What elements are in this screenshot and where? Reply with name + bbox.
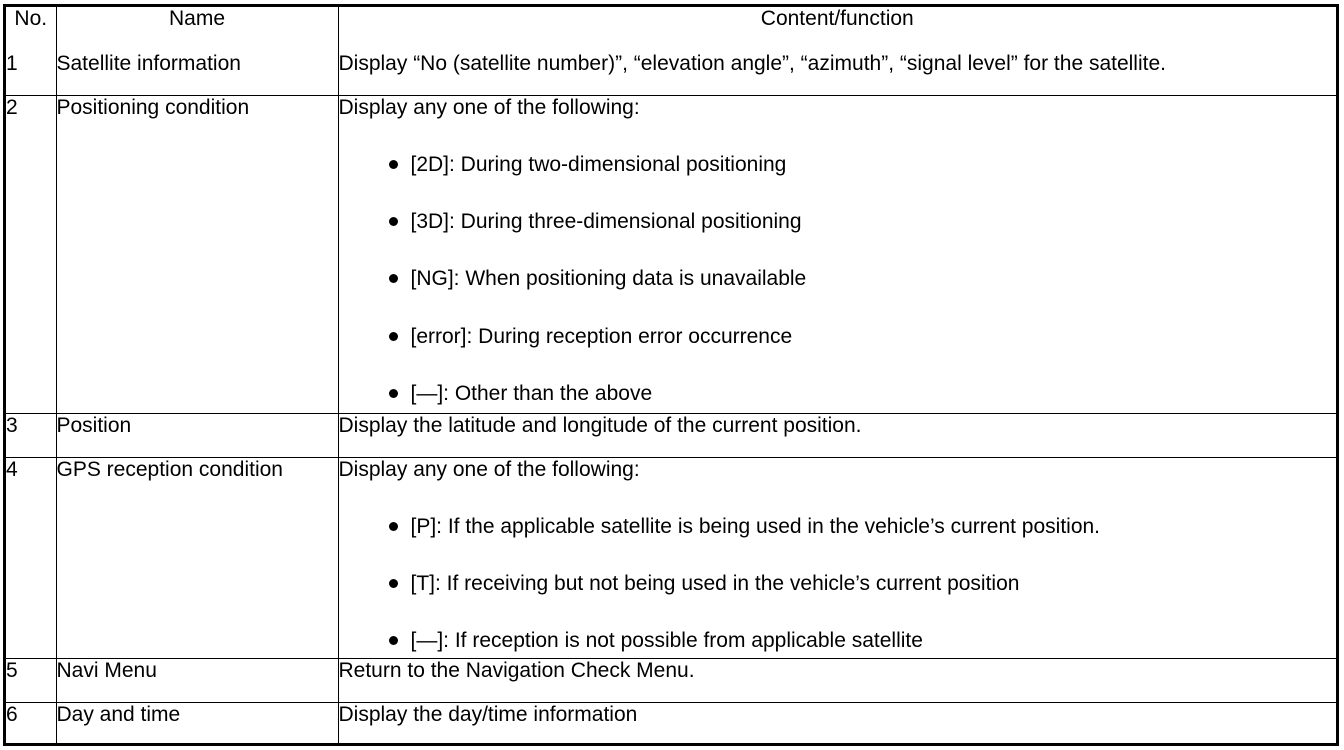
list-item-label: [NG]: When positioning data is unavailab… <box>410 267 807 291</box>
content-lead-text: Display “No (satellite number)”, “elevat… <box>338 52 1167 75</box>
list-item-label: [T]: If receiving but not being used in … <box>410 572 1020 596</box>
bullet-dot-icon <box>388 160 398 170</box>
bullet-dot-icon <box>388 331 398 341</box>
spec-table: No. Name Content/function 1 Satellite in… <box>6 7 1336 743</box>
column-header-no: No. <box>6 7 57 52</box>
row-content: Return to the Navigation Check Menu. <box>337 658 1336 703</box>
row-name: GPS reception condition <box>55 456 339 660</box>
row-name: Position <box>55 412 339 458</box>
spec-table-container: No. Name Content/function 1 Satellite in… <box>3 4 1339 746</box>
row-name: Positioning condition <box>55 95 339 414</box>
row-content: Display any one of the following: [2D]: … <box>337 95 1337 414</box>
content-lead-text: Return to the Navigation Check Menu. <box>338 659 695 682</box>
bullet-list: [P]: If the applicable satellite is bein… <box>339 515 1337 653</box>
list-item: [3D]: During three-dimensional positioni… <box>339 210 1337 234</box>
list-item: [NG]: When positioning data is unavailab… <box>339 267 1337 291</box>
column-header-content: Content/function <box>337 7 1336 52</box>
list-item-label: [2D]: During two-dimensional positioning <box>410 153 787 177</box>
bullet-dot-icon <box>388 274 398 284</box>
table-row: 6 Day and time Display the day/time info… <box>6 702 1336 743</box>
content-lead-text: Display any one of the following: <box>338 96 640 119</box>
list-item-label: [—]: If reception is not possible from a… <box>410 629 923 653</box>
row-name: Navi Menu <box>55 658 339 703</box>
list-item: [—]: Other than the above <box>339 382 1337 406</box>
row-number: 2 <box>6 95 57 414</box>
bullet-dot-icon <box>388 579 398 589</box>
list-item-label: [error]: During reception error occurren… <box>410 324 793 348</box>
bullet-dot-icon <box>388 217 398 227</box>
bullet-dot-icon <box>388 636 398 646</box>
list-item-label: [3D]: During three-dimensional positioni… <box>410 210 802 234</box>
table-row: 2 Positioning condition Display any one … <box>6 95 1337 414</box>
table-row: 3 Position Display the latitude and long… <box>6 412 1336 458</box>
row-number: 1 <box>6 52 57 96</box>
list-item: [P]: If the applicable satellite is bein… <box>339 515 1337 539</box>
content-lead-text: Display any one of the following: <box>338 457 640 481</box>
row-content: Display the latitude and longitude of th… <box>337 412 1336 458</box>
row-name: Satellite information <box>55 52 339 96</box>
row-number: 3 <box>6 412 57 458</box>
list-item: [2D]: During two-dimensional positioning <box>339 153 1337 177</box>
list-item-label: [—]: Other than the above <box>410 381 653 405</box>
column-header-name: Name <box>55 7 339 52</box>
list-item-label: [P]: If the applicable satellite is bein… <box>410 515 1101 539</box>
content-lead-text: Display the day/time information <box>338 703 638 726</box>
row-number: 4 <box>6 456 57 660</box>
bullet-dot-icon <box>388 388 398 398</box>
table-row: 4 GPS reception condition Display any on… <box>6 456 1337 660</box>
list-item: [—]: If reception is not possible from a… <box>339 629 1337 653</box>
bullet-list: [2D]: During two-dimensional positioning… <box>339 153 1337 406</box>
row-number: 6 <box>6 702 57 743</box>
list-item: [error]: During reception error occurren… <box>339 325 1337 349</box>
table-header-row: No. Name Content/function <box>6 7 1336 52</box>
row-name: Day and time <box>55 702 339 743</box>
row-number: 5 <box>6 658 57 703</box>
table-row: 1 Satellite information Display “No (sat… <box>6 52 1336 96</box>
content-lead-text: Display the latitude and longitude of th… <box>338 413 862 437</box>
row-content: Display the day/time information <box>337 702 1336 743</box>
row-content: Display any one of the following: [P]: I… <box>337 456 1337 660</box>
list-item: [T]: If receiving but not being used in … <box>339 572 1337 596</box>
row-content: Display “No (satellite number)”, “elevat… <box>337 52 1336 96</box>
bullet-dot-icon <box>388 522 398 532</box>
table-row: 5 Navi Menu Return to the Navigation Che… <box>6 658 1336 703</box>
